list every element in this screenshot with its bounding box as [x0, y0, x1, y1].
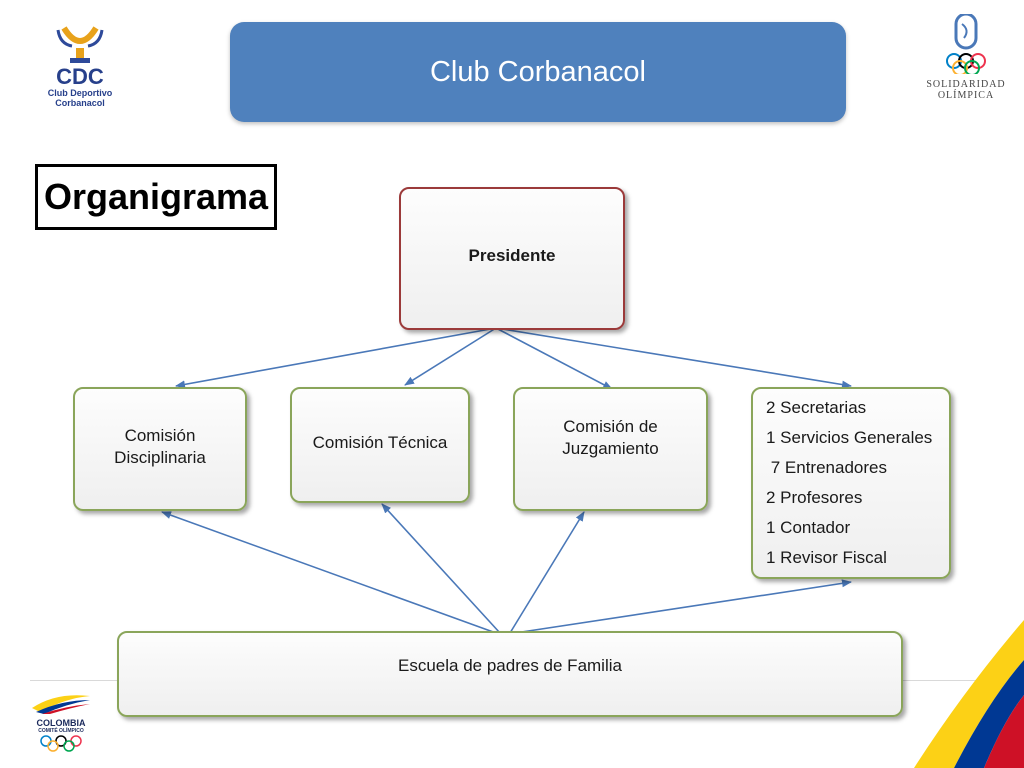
arrow-escuela-tecnica [381, 503, 501, 634]
escuela-padres-box: Escuela de padres de Familia [117, 631, 903, 717]
arrow-president-staff [495, 327, 852, 389]
staff-item: 2 Secretarias [766, 398, 867, 417]
escuela-padres-label: Escuela de padres de Familia [398, 656, 622, 675]
olympic-rings-icon [946, 12, 986, 76]
comision-tecnica-label: Comisión Técnica [312, 433, 448, 452]
arrow-escuela-staff [514, 579, 852, 634]
staff-item: 1 Servicios Generales [766, 428, 933, 447]
staff-item: 1 Contador [766, 518, 851, 537]
colombia-line1: COLOMBIA [36, 718, 86, 728]
comision-tecnica-box: Comisión Técnica [290, 387, 470, 503]
cdc-logo: CDC Club Deportivo Corbanacol [30, 22, 130, 122]
trophy-icon [56, 26, 104, 63]
arrow-escuela-juzgamiento [509, 511, 585, 634]
arrow-escuela-disciplinaria [161, 511, 497, 634]
comision-disciplinaria-label: Comisión Disciplinaria [114, 426, 206, 467]
president-box: Presidente [399, 187, 625, 330]
solidaridad-olimpica-logo: SOLIDARIDAD OLÍMPICA [918, 12, 1014, 104]
comision-juzgamiento-label: Comisión de Juzgamiento [562, 417, 659, 458]
cdc-line2: Corbanacol [55, 98, 105, 108]
colombia-flag-ribbon [914, 620, 1024, 768]
arrow-president-juzgamiento [495, 327, 613, 390]
staff-list: 2 Secretarias 1 Servicios Generales 7 En… [766, 393, 932, 573]
comision-disciplinaria-box: Comisión Disciplinaria [73, 387, 247, 511]
club-title: Club Corbanacol [429, 55, 646, 88]
organigrama-title: Organigrama [35, 164, 277, 230]
olympic-rings-small-icon [40, 735, 82, 752]
arrow-president-tecnica [404, 327, 497, 386]
staff-item: 1 Revisor Fiscal [766, 548, 887, 567]
staff-box: 2 Secretarias 1 Servicios Generales 7 En… [751, 387, 951, 579]
solidaridad-line2: OLÍMPICA [937, 90, 995, 101]
staff-item: 7 Entrenadores [766, 458, 887, 477]
arrow-president-disciplinaria [175, 327, 497, 389]
staff-item: 2 Profesores [766, 488, 863, 507]
cdc-abbr: CDC [56, 64, 104, 89]
solidaridad-line1: SOLIDARIDAD [926, 79, 1006, 90]
colombia-olympic-logo: COLOMBIA COMITÉ OLÍMPICO [26, 688, 96, 758]
comision-juzgamiento-box: Comisión de Juzgamiento [513, 387, 708, 511]
title-banner: Club Corbanacol [230, 22, 846, 122]
colombia-ribbon-icon [32, 695, 90, 714]
president-label: Presidente [468, 246, 556, 265]
colombia-line2: COMITÉ OLÍMPICO [38, 728, 84, 734]
cdc-line1: Club Deportivo [47, 88, 113, 98]
